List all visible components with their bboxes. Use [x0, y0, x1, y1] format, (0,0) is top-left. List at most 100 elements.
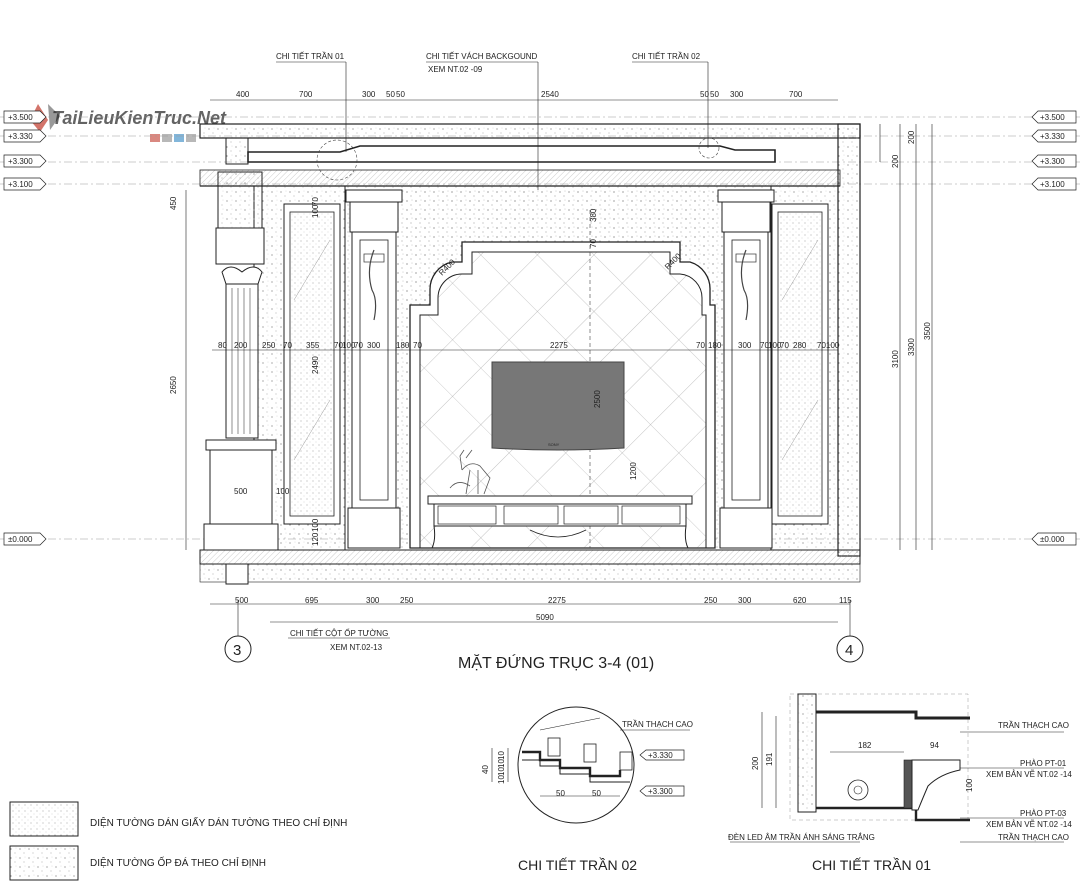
callout-background: CHI TIẾT VÁCH BACKGOUND — [426, 51, 538, 61]
svg-text:300: 300 — [367, 341, 381, 350]
level-tag: +3.500 — [3, 110, 47, 124]
grid-axis-3: 3 — [224, 600, 252, 663]
svg-text:+3.330: +3.330 — [1040, 132, 1065, 141]
watermark-logo: TaiLieuKienTruc.Net — [30, 104, 227, 142]
left-pilaster — [345, 189, 403, 549]
level-tag: +3.500 — [1031, 110, 1077, 124]
svg-text:+3.100: +3.100 — [1040, 180, 1065, 189]
svg-text:300: 300 — [362, 90, 376, 99]
svg-text:10: 10 — [497, 767, 506, 776]
svg-text:2275: 2275 — [550, 341, 568, 350]
svg-text:695: 695 — [305, 596, 319, 605]
svg-text:±0.000: ±0.000 — [8, 535, 33, 544]
svg-text:50: 50 — [710, 90, 719, 99]
callout-column-ref: XEM NT.02-13 — [330, 643, 383, 652]
grid-axis-4: 4 — [836, 600, 864, 663]
svg-text:300: 300 — [366, 596, 380, 605]
legend-swatch-wallpaper — [9, 801, 79, 837]
svg-text:182: 182 — [858, 741, 872, 750]
svg-text:PHÀO PT-01: PHÀO PT-01 — [1020, 759, 1067, 768]
svg-text:70: 70 — [760, 341, 769, 350]
left-column — [203, 171, 279, 551]
svg-text:70: 70 — [354, 341, 363, 350]
svg-text:191: 191 — [765, 752, 774, 766]
svg-text:2275: 2275 — [548, 596, 566, 605]
inner-dimensions: 80 200 250 70 355 70 100 70 300 180 70 2… — [218, 341, 840, 350]
svg-text:4: 4 — [845, 642, 853, 659]
svg-text:3300: 3300 — [907, 338, 916, 356]
detail-01-title: CHI TIẾT TRẦN 01 — [812, 857, 931, 873]
svg-text:300: 300 — [738, 596, 752, 605]
watermark-text: TaiLieuKienTruc.Net — [52, 108, 227, 128]
svg-text:70: 70 — [311, 197, 320, 206]
svg-text:70: 70 — [413, 341, 422, 350]
ceiling-detail-02: TRẦN THẠCH CAO +3.330 +3.300 50 50 40 10… — [481, 706, 693, 873]
floor-slab — [199, 549, 861, 585]
callout-ceiling-2: CHI TIẾT TRẦN 02 — [632, 51, 701, 61]
svg-text:TRẦN THẠCH CAO: TRẦN THẠCH CAO — [998, 832, 1069, 842]
level-tag: +3.100 — [1031, 177, 1077, 191]
tv-screen: SONY — [491, 361, 625, 451]
svg-text:2650: 2650 — [169, 376, 178, 394]
svg-text:3100: 3100 — [891, 350, 900, 368]
svg-text:10: 10 — [497, 775, 506, 784]
svg-text:40: 40 — [481, 765, 490, 774]
svg-text:500: 500 — [235, 596, 249, 605]
svg-text:3: 3 — [233, 642, 241, 659]
svg-text:250: 250 — [262, 341, 276, 350]
svg-text:100: 100 — [768, 341, 782, 350]
tv-console — [427, 495, 693, 549]
svg-text:PHÀO PT-03: PHÀO PT-03 — [1020, 809, 1067, 818]
top-dimensions: 400 700 300 50 50 2540 50 50 300 700 — [236, 90, 803, 99]
svg-text:+3.330: +3.330 — [8, 132, 33, 141]
dimension-lines — [185, 99, 933, 623]
svg-text:TRẦN THẠCH CAO: TRẦN THẠCH CAO — [998, 720, 1069, 730]
svg-text:50: 50 — [592, 789, 601, 798]
svg-text:115: 115 — [839, 596, 852, 605]
svg-text:100: 100 — [311, 518, 320, 532]
svg-text:3500: 3500 — [923, 322, 932, 340]
level-tags-right: +3.500 +3.330 +3.300 +3.100 ±0.000 — [1031, 110, 1077, 546]
svg-text:200: 200 — [751, 756, 760, 770]
svg-text:+3.330: +3.330 — [648, 751, 673, 760]
svg-text:100: 100 — [826, 341, 840, 350]
svg-text:355: 355 — [306, 341, 320, 350]
svg-text:100: 100 — [276, 487, 290, 496]
svg-text:+3.300: +3.300 — [648, 787, 673, 796]
svg-text:50: 50 — [396, 90, 405, 99]
svg-text:10: 10 — [497, 751, 506, 760]
svg-text:450: 450 — [169, 196, 178, 210]
svg-text:50: 50 — [556, 789, 565, 798]
svg-text:180: 180 — [396, 341, 410, 350]
svg-text:70: 70 — [334, 341, 343, 350]
level-tags-left: +3.500 +3.330 +3.300 +3.100 ±0.000 — [3, 110, 47, 546]
svg-text:100: 100 — [311, 204, 320, 218]
bottom-dimensions: 500 695 300 250 2275 250 300 620 115 509… — [235, 596, 852, 622]
level-tag: ±0.000 — [3, 532, 47, 546]
svg-text:50: 50 — [700, 90, 709, 99]
svg-text:70: 70 — [589, 239, 598, 248]
legend-stone: DIỆN TƯỜNG ỐP ĐÁ THEO CHỈ ĐỊNH — [90, 855, 266, 869]
svg-text:70: 70 — [696, 341, 705, 350]
legend: DIỆN TƯỜNG DÁN GIẤY DÁN TƯỜNG THEO CHỈ Đ… — [9, 801, 347, 881]
svg-text:200: 200 — [907, 130, 916, 144]
level-tag: +3.300 — [3, 154, 47, 168]
svg-text:280: 280 — [793, 341, 807, 350]
svg-text:400: 400 — [236, 90, 250, 99]
svg-text:620: 620 — [793, 596, 807, 605]
svg-text:250: 250 — [704, 596, 718, 605]
left-wallpaper-panel — [283, 203, 341, 525]
svg-text:+3.300: +3.300 — [1040, 157, 1065, 166]
drawing-title: MẶT ĐỨNG TRỤC 3-4 (01) — [458, 653, 654, 672]
svg-text:50: 50 — [386, 90, 395, 99]
callouts: CHI TIẾT TRẦN 01 CHI TIẾT VÁCH BACKGOUND… — [276, 51, 709, 652]
svg-text:2490: 2490 — [311, 356, 320, 374]
svg-text:100: 100 — [965, 778, 974, 792]
ceiling-detail-01: 182 94 200 191 100 TRẦN THẠCH CAO PHÀO P… — [728, 693, 1072, 873]
deer-statue — [449, 449, 491, 495]
level-tag: +3.330 — [1031, 129, 1077, 143]
detail-02-title: CHI TIẾT TRẦN 02 — [518, 857, 637, 873]
svg-text:180: 180 — [708, 341, 722, 350]
right-pilaster — [717, 189, 775, 549]
svg-text:80: 80 — [218, 341, 227, 350]
